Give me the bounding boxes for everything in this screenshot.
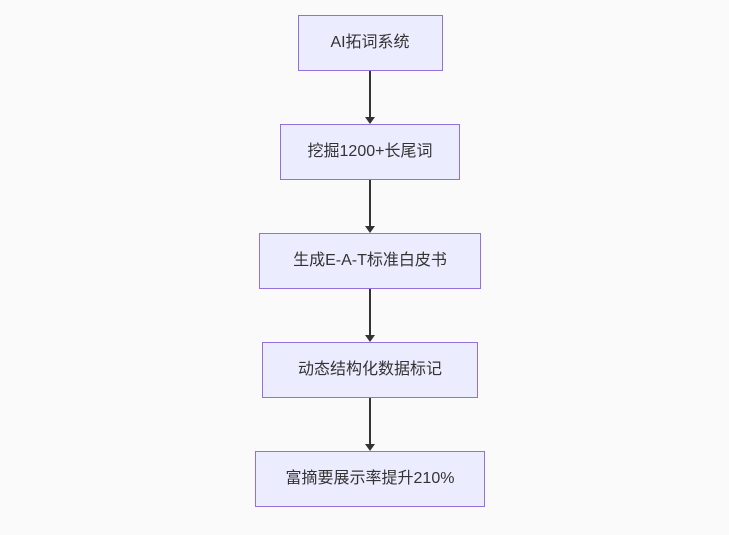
node-label: AI拓词系统 (330, 34, 410, 51)
arrowhead-down-icon (365, 117, 375, 124)
edge-2 (365, 180, 375, 233)
arrowhead-down-icon (365, 444, 375, 451)
arrowhead-down-icon (365, 335, 375, 342)
flow-node-rich-snippet-uplift: 富摘要展示率提升210% (255, 451, 485, 507)
flow-node-longtail-mining: 挖掘1200+长尾词 (280, 124, 460, 180)
flow-node-structured-data-markup: 动态结构化数据标记 (262, 342, 478, 398)
arrow-line (369, 71, 371, 117)
node-label: 富摘要展示率提升210% (285, 470, 455, 487)
edge-1 (365, 71, 375, 124)
edge-3 (365, 289, 375, 342)
flow-node-ai-keyword-system: AI拓词系统 (297, 15, 443, 71)
arrow-line (369, 398, 371, 444)
flowchart: AI拓词系统 挖掘1200+长尾词 生成E-A-T标准白皮书 动态结构化数据标记… (0, 15, 729, 507)
node-label: 动态结构化数据标记 (297, 361, 442, 378)
arrow-line (369, 180, 371, 226)
flow-node-eat-whitepaper: 生成E-A-T标准白皮书 (259, 233, 481, 289)
arrow-line (369, 289, 371, 335)
node-label: 挖掘1200+长尾词 (307, 143, 433, 160)
edge-4 (365, 398, 375, 451)
arrowhead-down-icon (365, 226, 375, 233)
node-label: 生成E-A-T标准白皮书 (293, 252, 447, 269)
